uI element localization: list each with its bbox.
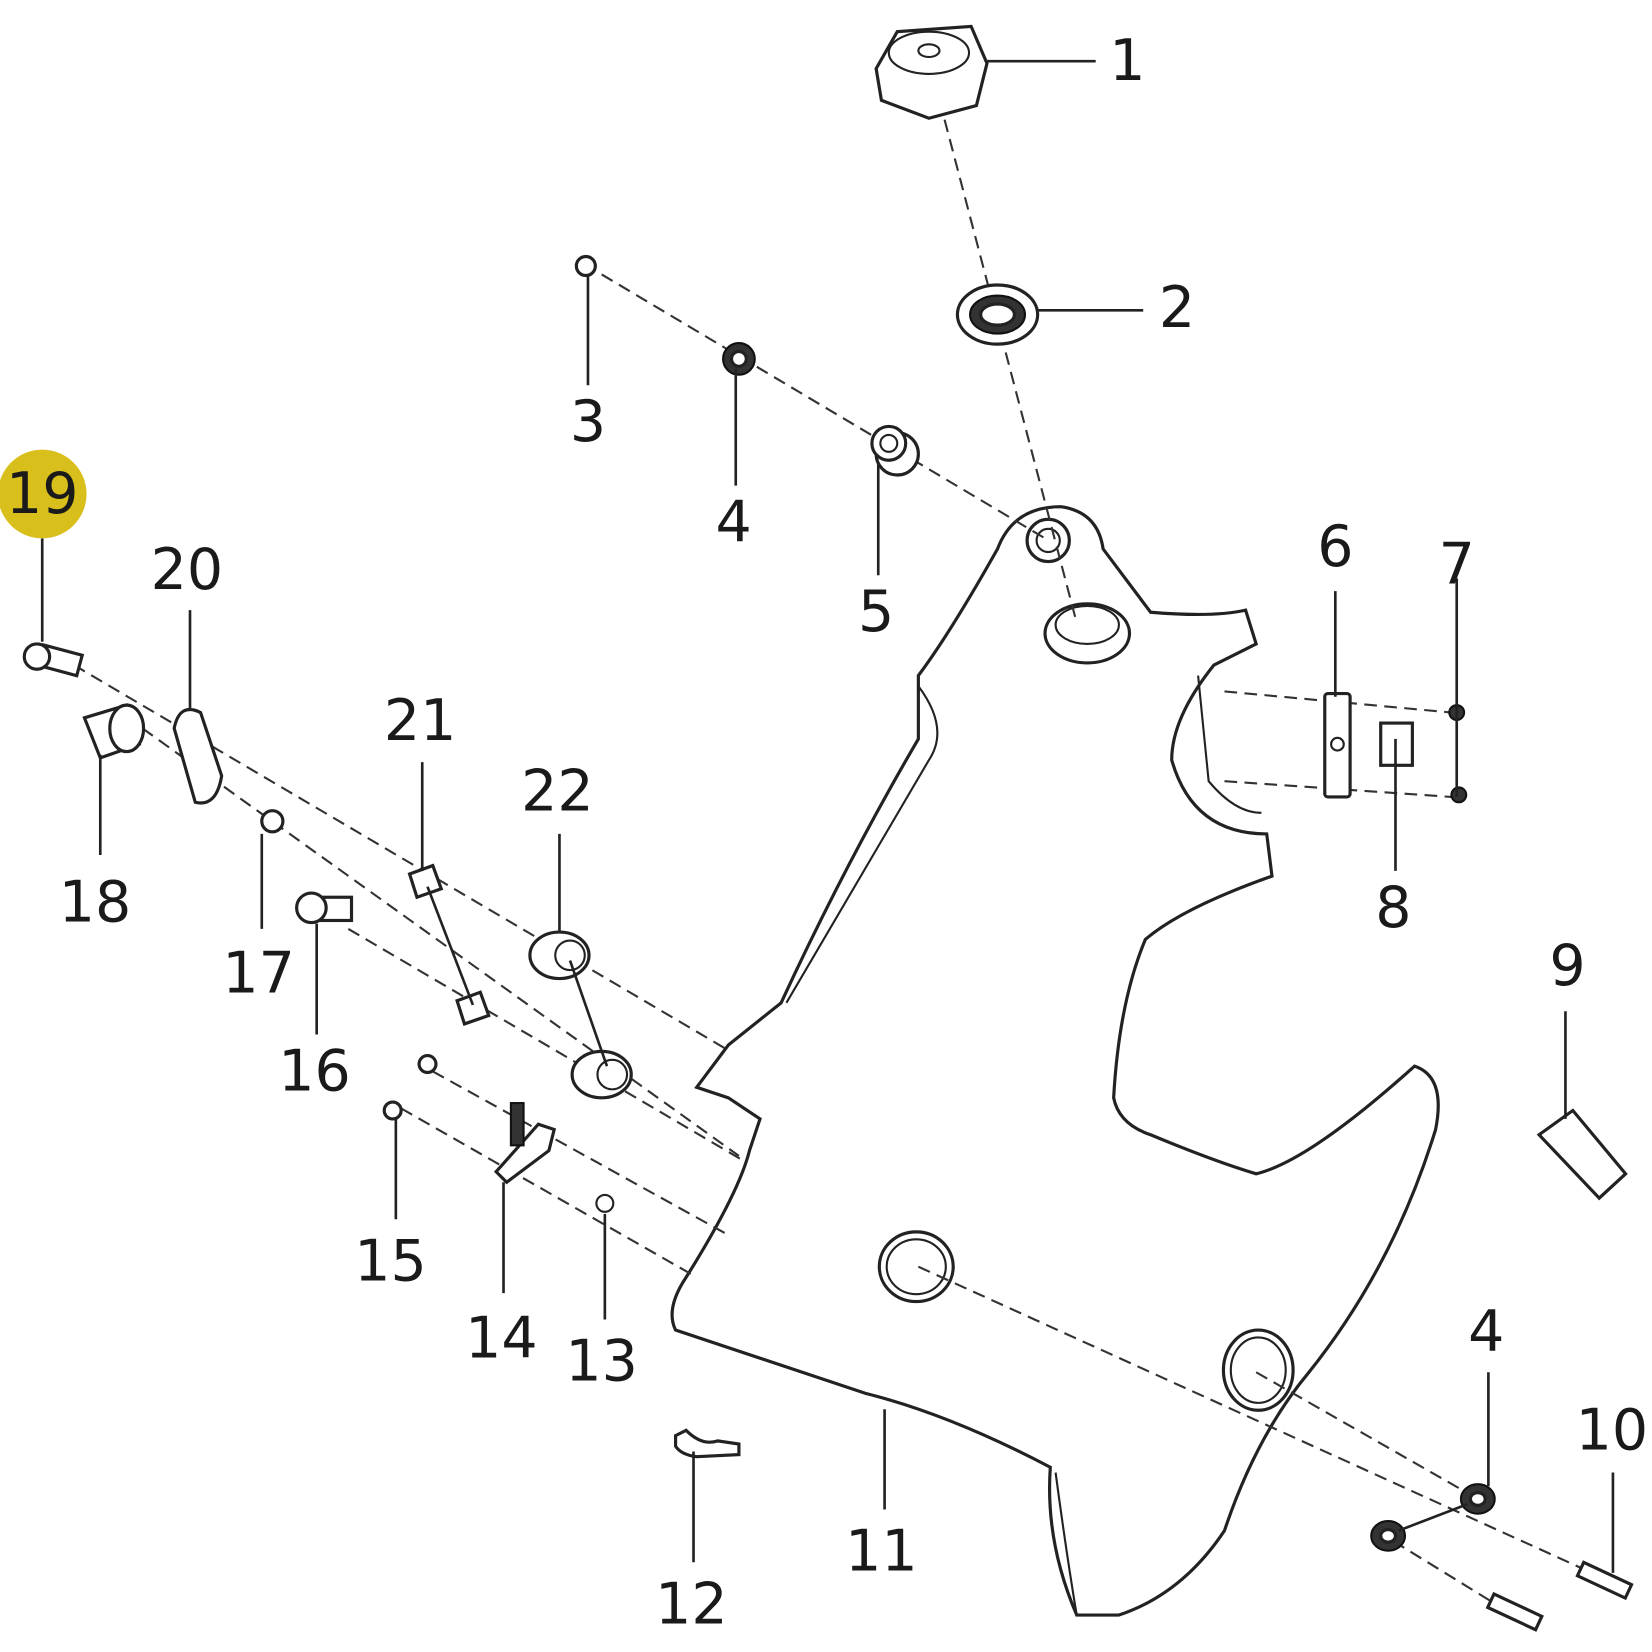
part-4-washers-lower[interactable] — [1370, 1483, 1496, 1552]
leader-lines — [40, 59, 1615, 1573]
callout-1[interactable]: 1 — [1109, 28, 1145, 94]
part-11-tank-body[interactable] — [670, 505, 1440, 1617]
callout-12[interactable]: 12 — [655, 1571, 728, 1637]
part-16-bolt[interactable] — [295, 891, 354, 925]
callout-4[interactable]: 4 — [716, 490, 752, 556]
part-6-bracket[interactable] — [1323, 691, 1352, 799]
callout-18[interactable]: 18 — [59, 870, 132, 936]
callout-11[interactable]: 11 — [845, 1519, 918, 1585]
callout-20[interactable]: 20 — [151, 537, 224, 603]
callout-6[interactable]: 6 — [1317, 514, 1353, 580]
part-17-nut[interactable] — [260, 809, 285, 834]
callout-7[interactable]: 7 — [1439, 532, 1475, 598]
part-9-pad[interactable] — [1536, 1108, 1628, 1201]
callout-22[interactable]: 22 — [521, 759, 594, 825]
callout-10[interactable]: 10 — [1576, 1397, 1649, 1463]
callout-14[interactable]: 14 — [465, 1305, 538, 1371]
part-15-screw[interactable] — [382, 1100, 403, 1121]
part-20-plate[interactable] — [172, 707, 224, 805]
part-2-seal[interactable] — [955, 283, 1040, 346]
part-13-clip[interactable] — [595, 1193, 615, 1213]
callout-2[interactable]: 2 — [1159, 275, 1195, 341]
callout-21[interactable]: 21 — [384, 688, 457, 754]
part-5-grommet[interactable] — [870, 424, 920, 477]
callout-3[interactable]: 3 — [570, 389, 606, 455]
callout-13[interactable]: 13 — [565, 1329, 638, 1395]
highlight-marker — [0, 449, 87, 539]
callout-4-lower[interactable]: 4 — [1468, 1299, 1504, 1365]
part-10-bolts[interactable] — [1485, 1560, 1634, 1632]
part-1-filler-cap[interactable] — [874, 24, 989, 120]
callout-15[interactable]: 15 — [354, 1228, 427, 1294]
part-22-grommets[interactable] — [528, 930, 633, 1100]
part-14-plate[interactable] — [493, 1102, 557, 1185]
part-21-nuts[interactable] — [407, 863, 491, 1026]
part-3-screw[interactable] — [574, 254, 597, 278]
callout-5[interactable]: 5 — [858, 579, 894, 645]
callout-17[interactable]: 17 — [222, 940, 295, 1006]
part-19-bolt[interactable] — [22, 642, 85, 678]
callout-9[interactable]: 9 — [1549, 933, 1585, 999]
part-18-damper[interactable] — [82, 703, 146, 760]
part-12-clamp[interactable] — [673, 1428, 741, 1459]
callout-8[interactable]: 8 — [1375, 875, 1411, 941]
callout-16[interactable]: 16 — [278, 1038, 351, 1104]
callout-19[interactable]: 19 — [6, 461, 79, 527]
